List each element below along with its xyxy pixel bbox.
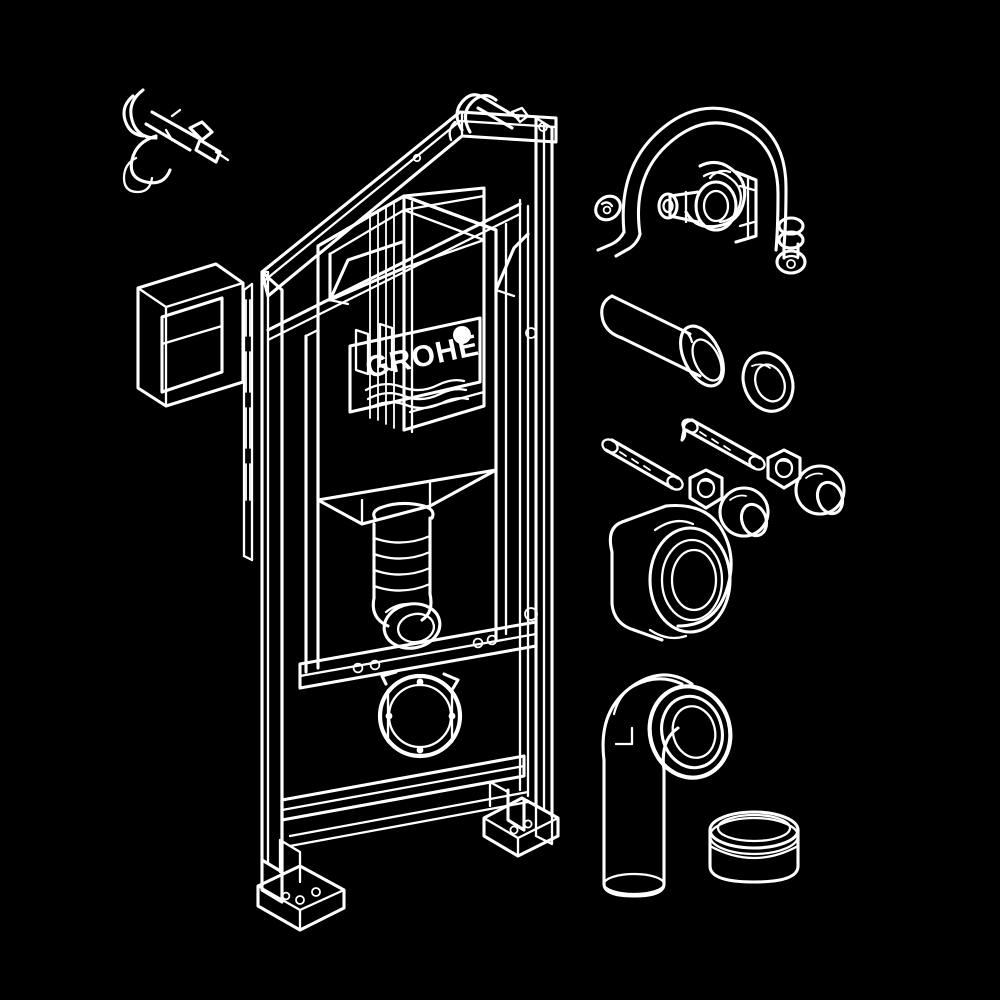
part-flush-pipe-bellows [371, 501, 442, 650]
part-cap-cover-left [718, 486, 770, 538]
part-flush-connector-pipe [600, 294, 725, 388]
part-wall-anchor-bolt-top [448, 93, 530, 142]
part-waste-outlet-collar [377, 670, 463, 759]
part-hex-nut-left [688, 468, 724, 510]
part-threaded-rod-long [680, 418, 766, 471]
part-hex-nut-right [766, 448, 802, 490]
part-cap-cover-right [794, 464, 846, 516]
grohe-wave-1 [364, 378, 466, 392]
part-threaded-rod-short [601, 438, 684, 491]
part-flush-pipe-seal-ring [741, 351, 795, 413]
grohe-wave-3 [368, 396, 470, 410]
part-adjustable-foot-right [482, 780, 560, 858]
part-elbow-bend-pipe [601, 673, 733, 898]
part-adjustable-foot-left [256, 838, 346, 932]
part-wall-anchor-bolt-left [122, 88, 230, 194]
part-angle-valve-fitting [657, 160, 758, 244]
part-drain-socket-sleeve [608, 503, 733, 642]
grohe-wave-2 [366, 387, 468, 401]
part-flexible-supply-hose [594, 106, 807, 275]
part-gasket-collar-ring [708, 810, 800, 884]
grohe-logo-dot [453, 326, 471, 344]
part-flush-actuation-plate [136, 262, 245, 408]
